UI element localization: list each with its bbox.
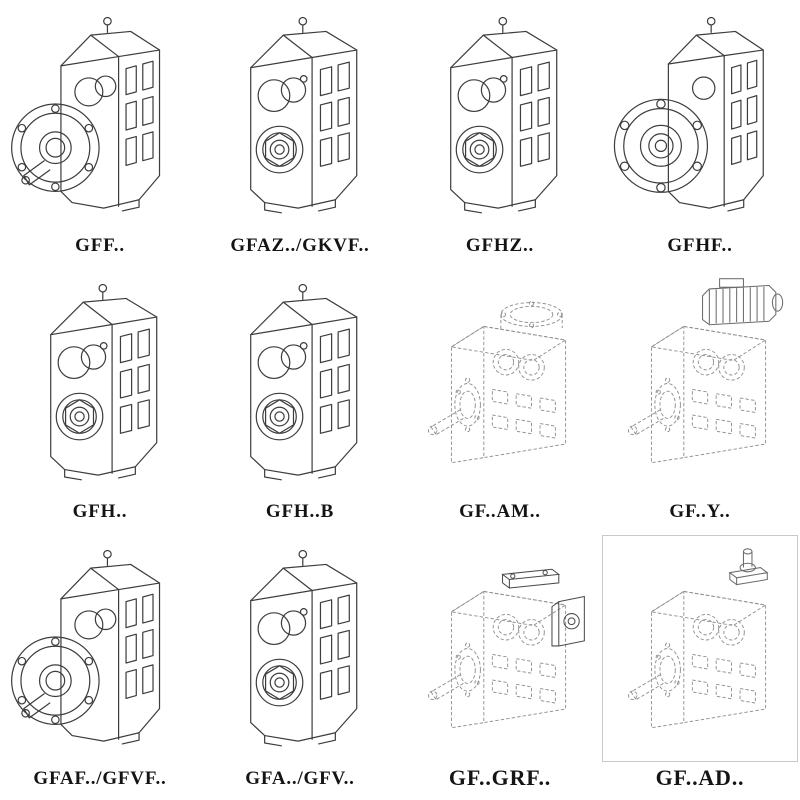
gearbox-hollow-shaft-drawing bbox=[207, 543, 393, 757]
model-label: GF..GRF.. bbox=[448, 764, 552, 790]
model-label: GF..AD.. bbox=[655, 764, 745, 790]
input-shaft-adapter bbox=[728, 548, 769, 586]
top-mount-flange bbox=[500, 300, 563, 330]
catalog-cell-gfaz-gkvf: GFAZ../GKVF.. bbox=[200, 0, 400, 267]
drawing-area bbox=[200, 267, 400, 501]
motor-block bbox=[702, 278, 784, 326]
catalog-cell-gff: GFF.. bbox=[0, 0, 200, 267]
drawing-area bbox=[400, 0, 600, 234]
model-label: GFH.. bbox=[72, 501, 128, 523]
gearbox-hollow-shaft-drawing bbox=[207, 10, 393, 224]
drawing-area bbox=[600, 267, 800, 501]
gearbox-phantom-adapter-drawing bbox=[402, 568, 585, 755]
catalog-cell-gf-am: GF..AM.. bbox=[400, 267, 600, 534]
model-label: GFAZ../GKVF.. bbox=[230, 234, 370, 256]
catalog-cell-gfh-b: GFH..B bbox=[200, 267, 400, 534]
model-label: GFF.. bbox=[75, 234, 125, 256]
gearbox-flange-output-drawing bbox=[7, 10, 193, 224]
catalog-cell-gfh: GFH.. bbox=[0, 267, 200, 534]
gearbox-phantom-input-shaft-drawing bbox=[602, 548, 769, 755]
gearbox-flange-output-drawing bbox=[7, 543, 193, 757]
model-label: GFHZ.. bbox=[465, 234, 535, 256]
drawing-area bbox=[0, 533, 200, 767]
catalog-cell-gfhz: GFHZ.. bbox=[400, 0, 600, 267]
gearbox-phantom-motor-flange-drawing bbox=[402, 300, 598, 490]
catalog-cell-gfaf-gfvf: GFAF../GFVF.. bbox=[0, 533, 200, 800]
gearbox-hollow-shaft-drawing bbox=[207, 277, 393, 491]
drawing-area bbox=[400, 533, 600, 763]
gearbox-hollow-shaft-drawing bbox=[7, 277, 193, 491]
drawing-area bbox=[400, 267, 600, 501]
catalog-cell-gfa-gfv: GFA../GFV.. bbox=[200, 533, 400, 800]
catalog-cell-gf-y: GF..Y.. bbox=[600, 267, 800, 534]
gearbox-hollow-shaft-drawing bbox=[407, 10, 593, 224]
model-label: GF..AM.. bbox=[459, 501, 541, 523]
catalog-cell-gfhf: GFHF.. bbox=[600, 0, 800, 267]
model-label: GF..Y.. bbox=[669, 501, 731, 523]
drawing-area bbox=[200, 0, 400, 234]
mounting-plate-and-adapter bbox=[501, 568, 585, 647]
model-label: GFH..B bbox=[265, 501, 335, 523]
model-label: GFA../GFV.. bbox=[245, 768, 355, 790]
drawing-area bbox=[200, 533, 400, 767]
drawing-area bbox=[0, 267, 200, 501]
drawing-area bbox=[600, 0, 800, 234]
gearbox-phantom-with-motor-drawing bbox=[602, 278, 784, 490]
model-label: GFAF../GFVF.. bbox=[33, 768, 167, 790]
drawing-area bbox=[0, 0, 200, 234]
gearbox-flange-front-drawing bbox=[607, 10, 793, 224]
drawing-area bbox=[600, 533, 800, 763]
catalog-cell-gf-ad: GF..AD.. bbox=[600, 533, 800, 800]
catalog-cell-gf-grf: GF..GRF.. bbox=[400, 533, 600, 800]
model-label: GFHF.. bbox=[667, 234, 733, 256]
